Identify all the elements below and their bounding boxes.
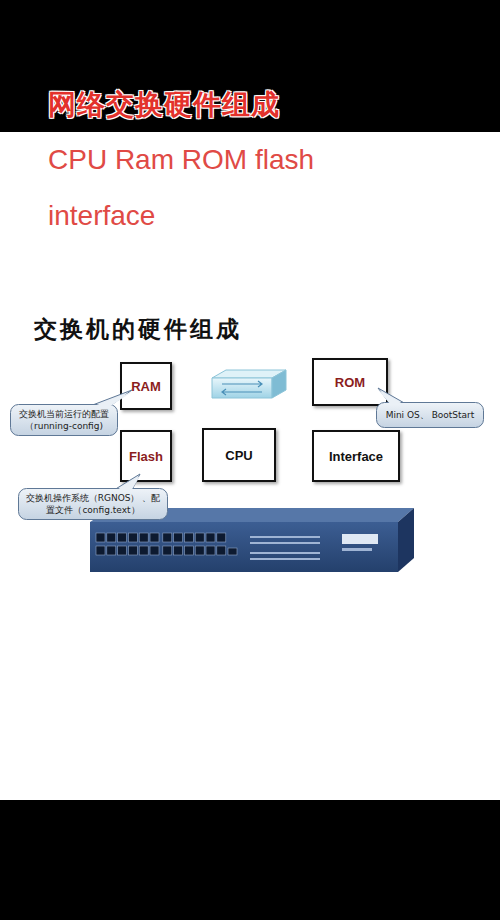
component-name: CPU bbox=[225, 448, 252, 463]
component-name: Flash bbox=[129, 449, 163, 464]
page-title: 网络交换硬件组成 bbox=[48, 86, 448, 124]
component-box: RAM bbox=[120, 362, 172, 410]
callout-text: 交换机操作系统（RGNOS） 、配置文件（config.text） bbox=[18, 492, 168, 516]
component-box: Flash bbox=[120, 430, 172, 482]
section-heading: 交换机的硬件组成 bbox=[34, 314, 334, 345]
component-box: Interface bbox=[312, 430, 400, 482]
callout-shape bbox=[18, 488, 168, 520]
callout-bubble: Mini OS、 BootStart bbox=[376, 402, 484, 428]
callout-shape bbox=[10, 404, 118, 436]
callout-bubble: 交换机操作系统（RGNOS） 、配置文件（config.text） bbox=[18, 488, 168, 520]
component-name: ROM bbox=[335, 375, 365, 390]
component-box: CPU bbox=[202, 428, 276, 482]
subtitle-text: CPU Ram ROM flash interface bbox=[48, 132, 368, 244]
callout-bubble: 交换机当前运行的配置 （running-config) bbox=[10, 404, 118, 436]
callout-text: Mini OS、 BootStart bbox=[382, 409, 479, 421]
bottom-band bbox=[0, 800, 500, 920]
switch-icon bbox=[212, 370, 286, 398]
component-box: ROM bbox=[312, 358, 388, 406]
component-name: Interface bbox=[329, 449, 383, 464]
callout-text: 交换机当前运行的配置 （running-config) bbox=[10, 408, 118, 432]
component-name: RAM bbox=[131, 379, 161, 394]
